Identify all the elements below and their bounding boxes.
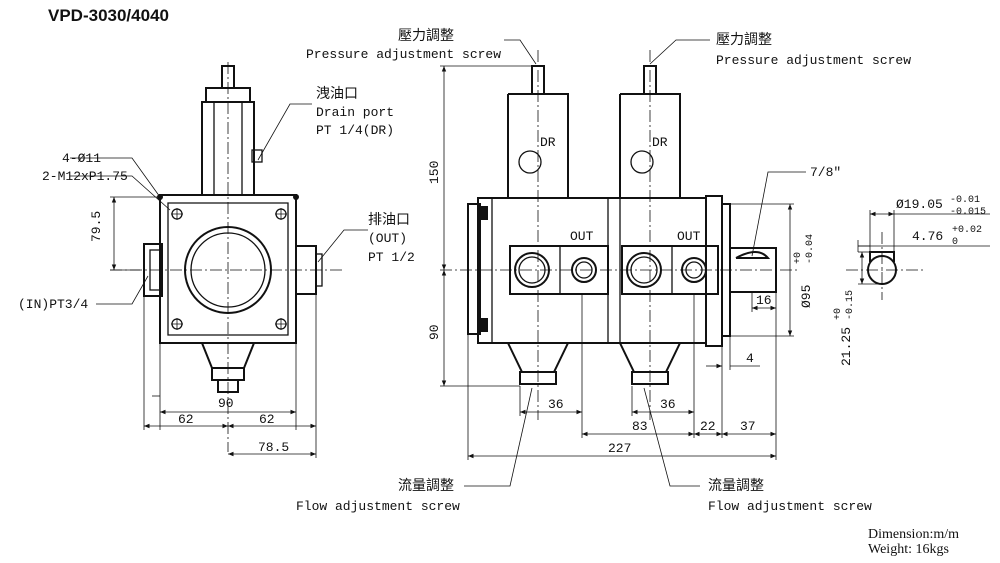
dim-90-front: 90 xyxy=(218,396,234,411)
front-view xyxy=(70,62,368,458)
pressure-cn-label-2: 壓力調整 xyxy=(716,32,772,48)
dim-36-right: 36 xyxy=(660,397,676,412)
key-height-label: 21.25 xyxy=(839,327,854,366)
holes-label: 4-Ø11 xyxy=(62,151,101,166)
dim-78-5: 78.5 xyxy=(258,440,289,455)
out-pt-label: PT 1/2 xyxy=(368,250,415,265)
dim-62-right: 62 xyxy=(259,412,275,427)
shaft-tol-dn: -0.04 xyxy=(805,234,816,264)
side-view xyxy=(440,39,806,487)
dim-79-5: 79.5 xyxy=(89,211,104,242)
dim-62-left: 62 xyxy=(178,412,194,427)
flow-cn-label-2: 流量調整 xyxy=(708,478,764,494)
flow-en-label-1: Flow adjustment screw xyxy=(296,499,460,514)
page-title: VPD-3030/4040 xyxy=(48,6,169,25)
flow-en-label-2: Flow adjustment screw xyxy=(708,499,872,514)
dimension-note: Dimension:m/m xyxy=(868,527,959,542)
key-depth-tol-dn: 0 xyxy=(952,237,958,248)
out-en-label: (OUT) xyxy=(368,231,407,246)
key-width-tol-dn: -0.015 xyxy=(950,207,986,218)
weight-note: Weight: 16kgs xyxy=(868,542,949,557)
dim-36-left: 36 xyxy=(548,397,564,412)
key-height-tol-up: +0 xyxy=(833,308,844,320)
bolt-holes xyxy=(157,194,299,330)
drain-cn-label: 洩油口 xyxy=(316,86,358,102)
dim-4: 4 xyxy=(746,351,754,366)
dim-227: 227 xyxy=(608,441,631,456)
drain-pt-label: PT 1/4(DR) xyxy=(316,123,394,138)
key-height-tol-dn: -0.15 xyxy=(845,290,856,320)
key-detail xyxy=(846,210,990,300)
drain-en-label: Drain port xyxy=(316,105,394,120)
key-width-label: Ø19.05 xyxy=(896,197,943,212)
dim-7-8: 7/8" xyxy=(810,165,841,180)
pressure-en-label-2: Pressure adjustment screw xyxy=(716,53,911,68)
pressure-en-label-1: Pressure adjustment screw xyxy=(306,47,501,62)
dim-90-side: 90 xyxy=(427,324,442,340)
flow-cn-label-1: 流量調整 xyxy=(398,478,454,494)
thread-label: 2-M12xP1.75 xyxy=(42,169,128,184)
dr-label-2: DR xyxy=(652,135,668,150)
key-depth-tol-up: +0.02 xyxy=(952,225,982,236)
dim-16: 16 xyxy=(756,293,772,308)
dim-37: 37 xyxy=(740,419,756,434)
dim-150: 150 xyxy=(427,161,442,184)
inlet-label: (IN)PT3/4 xyxy=(18,297,88,312)
out-label-1: OUT xyxy=(570,229,594,244)
out-cn-label: 排油口 xyxy=(368,212,410,228)
pressure-cn-label-1: 壓力調整 xyxy=(398,28,454,44)
dr-label-1: DR xyxy=(540,135,556,150)
dim-83: 83 xyxy=(632,419,648,434)
shaft-dia-label: Ø95 xyxy=(799,285,814,308)
out-label-2: OUT xyxy=(677,229,701,244)
shaft-tol-up: +0 xyxy=(793,252,804,264)
key-depth-label: 4.76 xyxy=(912,229,943,244)
key-width-tol-up: -0.01 xyxy=(950,195,980,206)
dim-22: 22 xyxy=(700,419,716,434)
